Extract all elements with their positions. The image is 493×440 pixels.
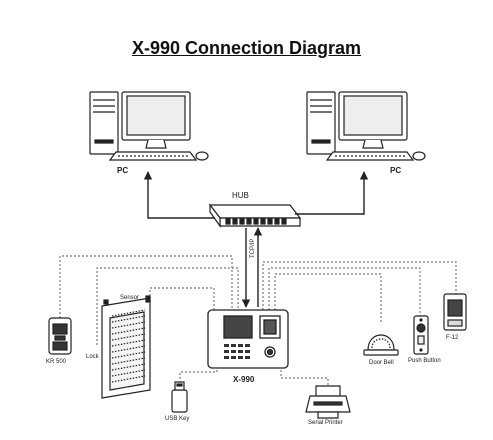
push-button-icon — [413, 315, 429, 355]
peripheral-wires — [59, 255, 457, 386]
door-bell-label: Door Bell — [369, 360, 394, 366]
sensor-label: Sensor — [120, 295, 140, 301]
push-button-label: Push Button — [408, 358, 441, 364]
usb-key-label: USB Key — [165, 416, 190, 422]
network-links — [143, 171, 369, 219]
serial-printer-label: Serial Printer — [308, 420, 343, 426]
usb-key-icon — [171, 381, 188, 413]
hub-icon — [208, 203, 302, 228]
pc-right-icon — [306, 91, 426, 161]
kr500-label: KR 500 — [46, 359, 67, 365]
f12-reader-icon — [443, 293, 467, 331]
pc-right-label: PC — [390, 166, 402, 175]
tcpip-link — [241, 227, 263, 308]
tcpip-label: TCP/IP — [250, 238, 256, 258]
door-bell-icon — [363, 334, 399, 356]
x990-device-icon — [207, 309, 289, 369]
hub-label: HUB — [232, 191, 249, 200]
door-icon — [101, 295, 151, 399]
device-label: X-990 — [233, 375, 255, 384]
pc-left-icon — [89, 91, 209, 161]
f12-label: F-12 — [446, 335, 459, 341]
kr500-reader-icon — [48, 317, 72, 355]
pc-left-label: PC — [117, 166, 129, 175]
diagram-title: X-990 Connection Diagram — [131, 38, 362, 58]
lock-label: Lock — [86, 354, 99, 360]
serial-printer-icon — [305, 385, 351, 419]
